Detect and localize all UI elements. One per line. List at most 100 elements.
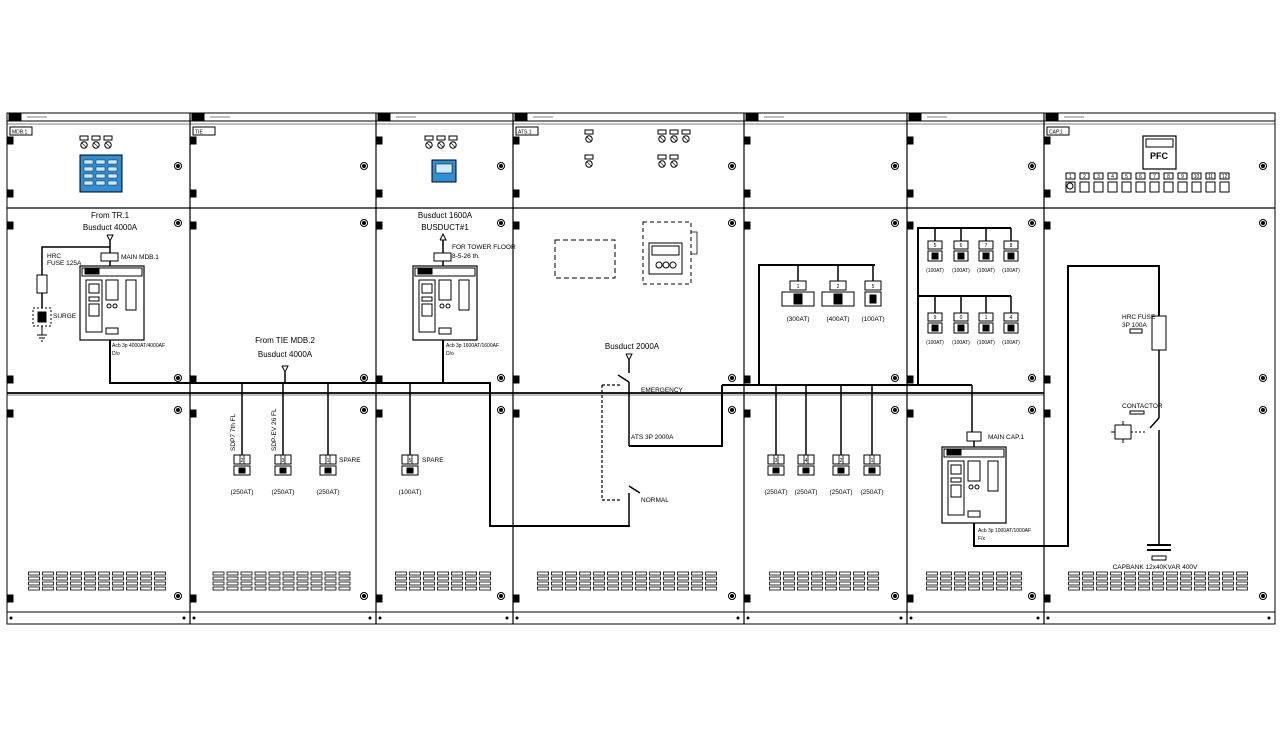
cap-fuse-label: 3P 100A xyxy=(1122,322,1147,329)
cap-step-lamp xyxy=(1191,172,1202,180)
ventilation-louver xyxy=(1180,581,1192,586)
cap-step-switch xyxy=(1205,181,1216,193)
busduct-rating: Busduct 1600A xyxy=(418,211,473,220)
mccb-code: 9 xyxy=(934,315,937,321)
pilot-lamp-icon xyxy=(658,160,666,168)
feeder-rating: (250AT) xyxy=(231,489,254,496)
ventilation-louver xyxy=(437,576,449,581)
feeder-rating: (250AT) xyxy=(317,489,340,496)
acb-button xyxy=(421,296,433,302)
capbank-tag xyxy=(1151,555,1167,561)
ventilation-louver xyxy=(579,586,591,591)
main-acb-mdb xyxy=(79,265,145,341)
hinge-icon xyxy=(1044,409,1051,418)
ventilation-louver xyxy=(635,581,647,586)
ventilation-louver xyxy=(1222,586,1234,591)
ventilation-louver xyxy=(783,576,795,581)
feeder-rating: (100AT) xyxy=(926,340,944,346)
ventilation-louver xyxy=(56,576,68,581)
plinth-bolt xyxy=(736,616,740,620)
plinth-bolt xyxy=(1036,616,1040,620)
ventilation-louver xyxy=(1152,586,1164,591)
hinge-icon xyxy=(744,136,751,145)
ventilation-louver xyxy=(677,571,689,576)
ventilation-louver xyxy=(839,571,851,576)
feeder-rating: (100AT) xyxy=(1002,340,1020,346)
mccb-toggle xyxy=(406,467,414,474)
ventilation-louver xyxy=(579,576,591,581)
pilot-lamp-cross xyxy=(93,142,99,148)
feeder-rating: (300AT) xyxy=(787,316,810,323)
ventilation-louver xyxy=(1166,576,1178,581)
cap-step-lamp xyxy=(1121,172,1132,180)
wire xyxy=(629,385,723,447)
acb-front xyxy=(85,279,103,333)
cap-step-number: 8 xyxy=(1167,174,1170,180)
ventilation-louver xyxy=(635,586,647,591)
door-lock-icon xyxy=(893,376,897,380)
ventilation-louver xyxy=(996,576,1008,581)
acb-nameplate xyxy=(946,449,962,456)
ventilation-louver xyxy=(677,581,689,586)
spare-label: SPARE xyxy=(422,457,444,464)
mdb-main-label: MAIN MDB.1 xyxy=(121,254,159,261)
tie-busduct: Busduct 4000A xyxy=(258,350,313,359)
acb-button xyxy=(88,296,100,302)
ventilation-louver xyxy=(437,571,449,576)
hinge-icon xyxy=(744,375,751,384)
ventilation-louver xyxy=(691,581,703,586)
hinge-icon xyxy=(513,594,520,603)
cap-step-lamp xyxy=(1065,172,1076,180)
ventilation-louver xyxy=(112,581,124,586)
feeder-rating: (250AT) xyxy=(830,489,853,496)
hinge-icon xyxy=(907,594,914,603)
hinge-icon xyxy=(376,375,383,384)
ventilation-louver xyxy=(70,571,82,576)
ats-controller xyxy=(648,242,683,275)
hinge-icon xyxy=(907,375,914,384)
cap-step-lamp xyxy=(1149,172,1160,180)
door-lock-icon xyxy=(1259,406,1267,414)
door-lock-icon xyxy=(893,594,897,598)
ventilation-louver xyxy=(565,576,577,581)
cap-step-number: 10 xyxy=(1194,174,1200,180)
ventilation-louver xyxy=(607,581,619,586)
door-lock-icon xyxy=(360,406,368,414)
door-lock-icon xyxy=(499,376,503,380)
acb-counter xyxy=(967,510,981,518)
acb-header xyxy=(943,448,1005,458)
ventilation-louver xyxy=(1166,581,1178,586)
ventilation-louver xyxy=(968,571,980,576)
ventilation-louver xyxy=(254,576,267,581)
ventilation-louver xyxy=(1110,581,1122,586)
ventilation-louver xyxy=(537,581,549,586)
ventilation-louver xyxy=(825,586,837,591)
hinge-icon xyxy=(7,189,14,198)
ventilation-louver xyxy=(968,586,980,591)
door-lock-icon xyxy=(1261,594,1265,598)
ventilation-louver xyxy=(551,571,563,576)
ventilation-louver xyxy=(395,571,407,576)
ventilation-louver xyxy=(926,581,938,586)
busduct-arrow xyxy=(625,353,633,362)
ventilation-louver xyxy=(112,571,124,576)
pilot-lamp-cross xyxy=(683,136,689,142)
busbar-wiring xyxy=(37,227,1171,551)
ats-normal-contact xyxy=(628,485,641,494)
acb-trip-unit xyxy=(105,279,119,301)
ventilation-louver xyxy=(853,576,865,581)
pfc-controller-icon xyxy=(1142,135,1177,170)
door-lock-icon xyxy=(1028,374,1036,382)
door-lock-icon xyxy=(1259,162,1267,170)
plinth-bolt xyxy=(368,616,372,620)
ventilation-louver xyxy=(268,586,281,591)
door-lock-icon xyxy=(1259,374,1267,382)
pilot-lamp-cross xyxy=(586,136,592,142)
ventilation-louver xyxy=(1010,576,1022,581)
door-lock-icon xyxy=(499,594,503,598)
mccb-code: 6 xyxy=(960,243,963,249)
ventilation-louver xyxy=(154,576,166,581)
pilot-lamp-cross xyxy=(671,161,677,167)
mccb-toggle xyxy=(802,467,810,474)
